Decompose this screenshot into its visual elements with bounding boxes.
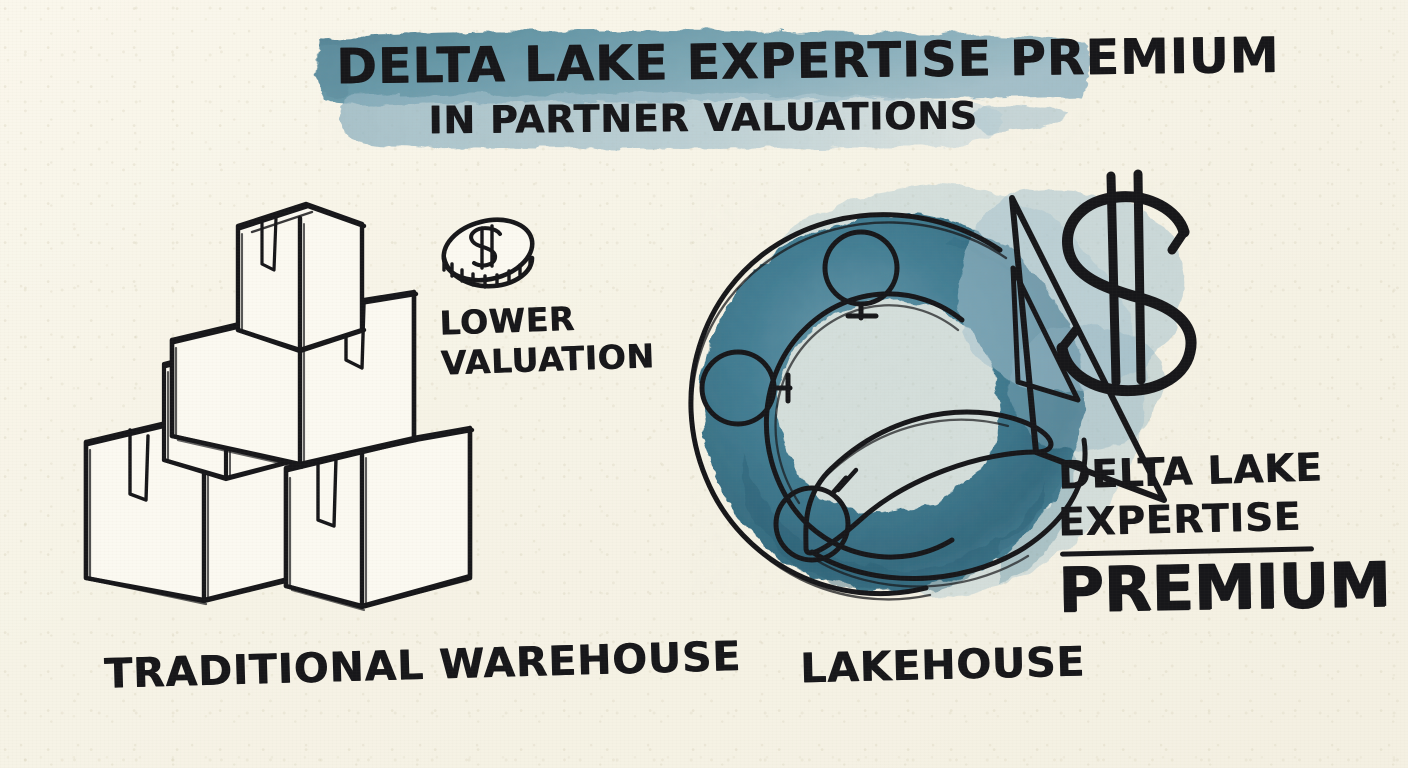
- stacked-boxes-illustration: [83, 201, 475, 612]
- delta-lake-logo: [688, 195, 1167, 601]
- logo-node-bottom: [773, 467, 859, 563]
- lower-valuation-annotation: LOWER VALUATION: [439, 296, 656, 384]
- callout-line-expertise: EXPERTISE: [1057, 494, 1302, 546]
- dollar-coin-icon: [441, 217, 535, 289]
- page-title: DELTA LAKE EXPERTISE PREMIUM: [335, 26, 1280, 96]
- lakehouse-caption: LAKEHOUSE: [799, 637, 1086, 693]
- title-banner-wash: [315, 30, 1090, 150]
- callout-line-delta-lake: DELTA LAKE: [1057, 445, 1324, 499]
- logo-node-top: [822, 229, 900, 321]
- premium-callout: DELTA LAKE EXPERTISE PREMIUM: [1057, 445, 1391, 627]
- callout-premium: PREMIUM: [1057, 548, 1391, 627]
- dollar-sign-icon: [1056, 169, 1197, 397]
- box-top: [235, 201, 367, 354]
- logo-node-left: [699, 349, 793, 427]
- page-subtitle: IN PARTNER VALUATIONS: [428, 93, 978, 143]
- lower-valuation-line-2: VALUATION: [440, 336, 656, 383]
